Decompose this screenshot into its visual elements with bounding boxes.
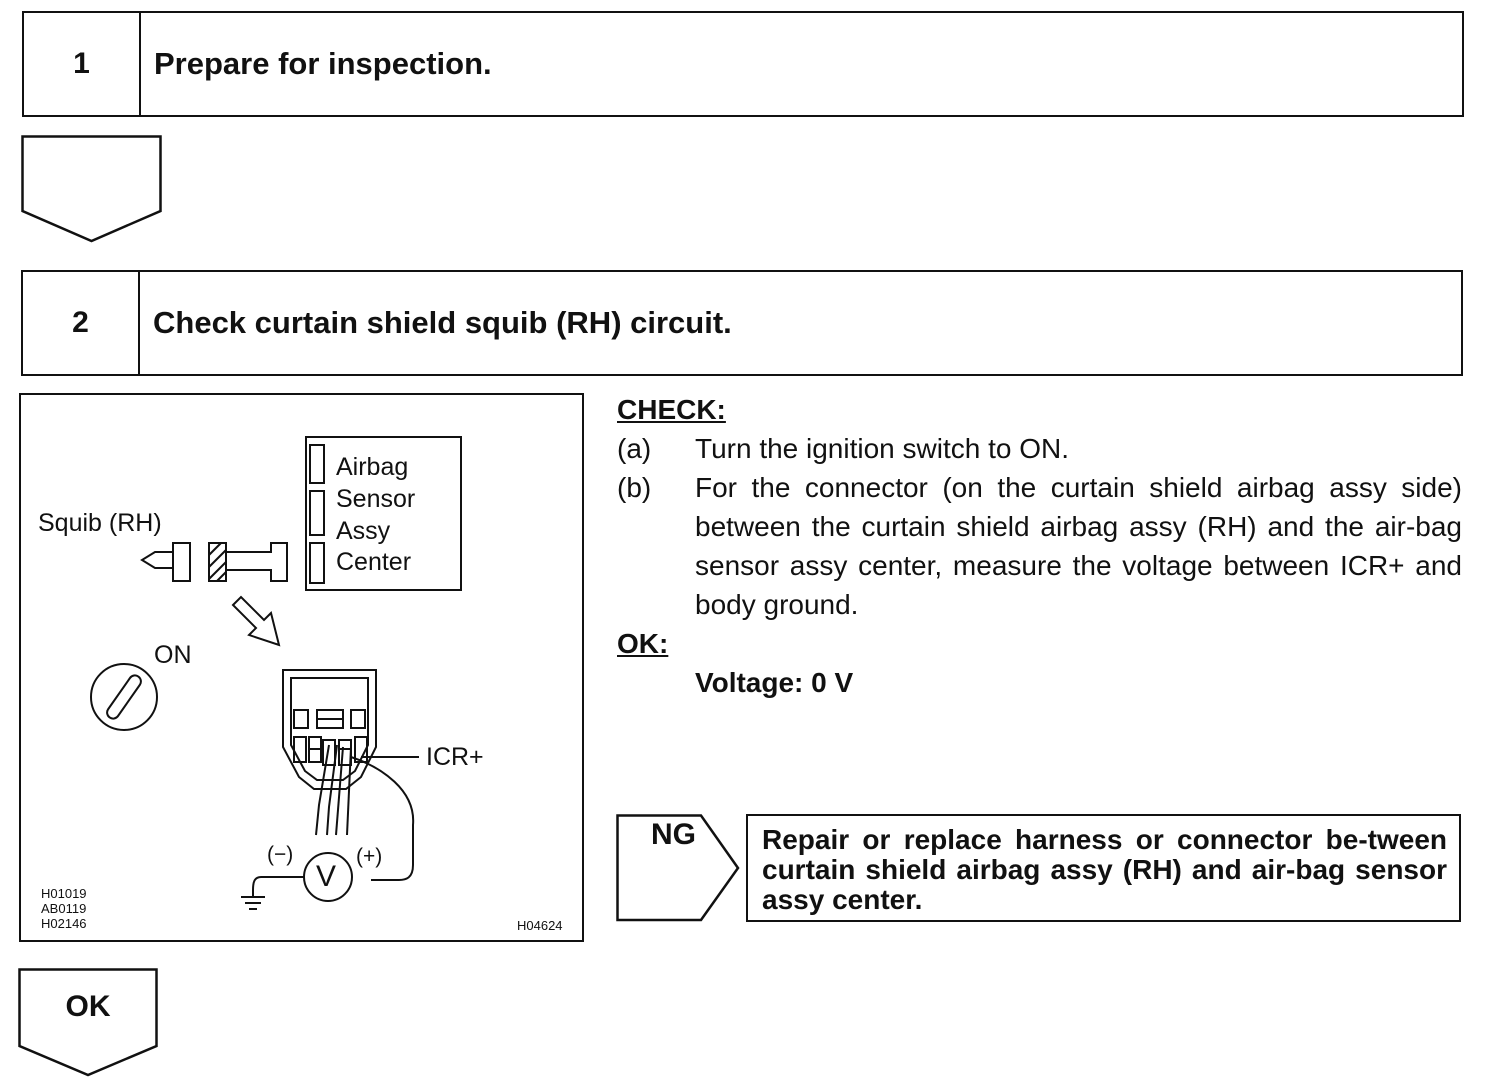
ng-action-box: Repair or replace harness or connector b…	[746, 814, 1461, 922]
flow-arrow-ok: OK	[18, 968, 160, 1078]
ecu-label-line-1: Airbag	[336, 453, 409, 481]
step-1-title: Prepare for inspection.	[154, 46, 492, 81]
step-1-number: 1	[24, 13, 141, 115]
flow-arrow-1	[21, 135, 163, 243]
icr-plus-label: ICR+	[426, 743, 484, 771]
check-item-a-label: (a)	[617, 433, 652, 464]
ng-arrow	[616, 814, 742, 929]
ecu-label-line-3: Assy	[336, 517, 391, 545]
voltmeter-symbol: V	[316, 860, 337, 893]
ok-heading: OK:	[617, 628, 669, 659]
figure-code-3: H02146	[41, 916, 87, 931]
check-section: CHECK: (a) Turn the ignition switch to O…	[617, 390, 1462, 702]
inspection-figure: Squib (RH) Airbag Sensor Assy Center ON …	[19, 393, 584, 942]
check-item-b-label: (b)	[617, 472, 652, 503]
ecu-label-line-4: Center	[336, 548, 412, 576]
ignition-on-label: ON	[154, 641, 192, 669]
check-heading: CHECK:	[617, 394, 726, 425]
figure-code-2: AB0119	[41, 901, 87, 916]
check-item-b-text: For the connector (on the curtain shield…	[695, 472, 1462, 620]
figure-code-1: H01019	[41, 886, 87, 901]
step-2-title: Check curtain shield squib (RH) circuit.	[153, 305, 732, 340]
wiring-diagram	[90, 436, 462, 910]
squib-label: Squib (RH)	[38, 509, 162, 537]
check-item-b: (b) For the connector (on the curtain sh…	[617, 468, 1462, 624]
check-item-a-text: Turn the ignition switch to ON.	[695, 433, 1070, 464]
ecu-label-line-2: Sensor	[336, 485, 416, 513]
meter-positive-label: (+)	[356, 845, 383, 868]
ok-spec: Voltage: 0 V	[695, 667, 854, 698]
ok-flow-label: OK	[65, 990, 111, 1023]
step-1-box: 1 Prepare for inspection.	[22, 11, 1464, 117]
step-2-number: 2	[23, 272, 140, 374]
meter-negative-label: (−)	[267, 843, 294, 866]
step-2-box: 2 Check curtain shield squib (RH) circui…	[21, 270, 1463, 376]
ng-label: NG	[651, 818, 696, 851]
check-item-a: (a) Turn the ignition switch to ON.	[617, 429, 1462, 468]
figure-code-right: H04624	[517, 918, 563, 933]
